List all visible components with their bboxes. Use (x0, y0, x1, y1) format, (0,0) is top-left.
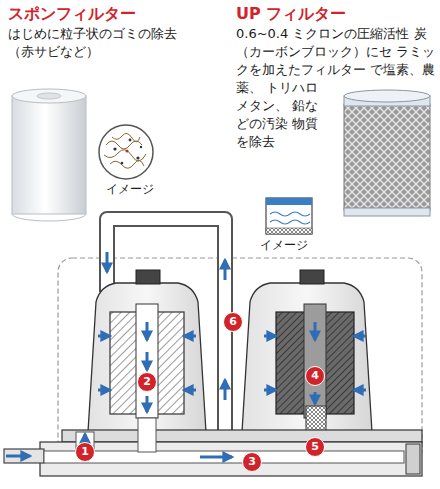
callout-number: 2 (137, 372, 157, 392)
base (4, 418, 422, 476)
callout-number: 4 (305, 366, 325, 386)
sponge-housing (88, 270, 206, 432)
pipe (107, 219, 225, 430)
filter-description: 0.6~0.4 ミクロンの圧縮活性 炭（カーボンブロック）にセ ラミックを加えた… (236, 26, 435, 149)
carbon-housing (242, 270, 372, 432)
callout-number: 5 (305, 437, 325, 457)
float-spacer (330, 85, 436, 215)
callout-number: 1 (75, 442, 95, 462)
image-caption: イメージ (104, 182, 156, 196)
callout-number: 6 (223, 312, 243, 332)
sponge-photo (12, 89, 86, 221)
sponge-icon (99, 125, 153, 179)
pipe-inner (107, 219, 225, 430)
image-caption: イメージ (258, 238, 310, 252)
outer-cover (58, 258, 422, 464)
flow-arrows (6, 252, 366, 457)
filter-heading: UP フィルター (236, 4, 346, 23)
filter-description: はじめに粒子状のゴミの除去 （赤サビなど） (8, 25, 192, 61)
carbon-photo (344, 90, 430, 216)
carbon-icon (266, 198, 312, 234)
description-block: 0.6~0.4 ミクロンの圧縮活性 炭（カーボンブロック）にセ ラミックを加えた… (236, 25, 436, 215)
callout-number: 3 (242, 452, 262, 472)
filter-heading: スポンフィルター (8, 4, 136, 23)
